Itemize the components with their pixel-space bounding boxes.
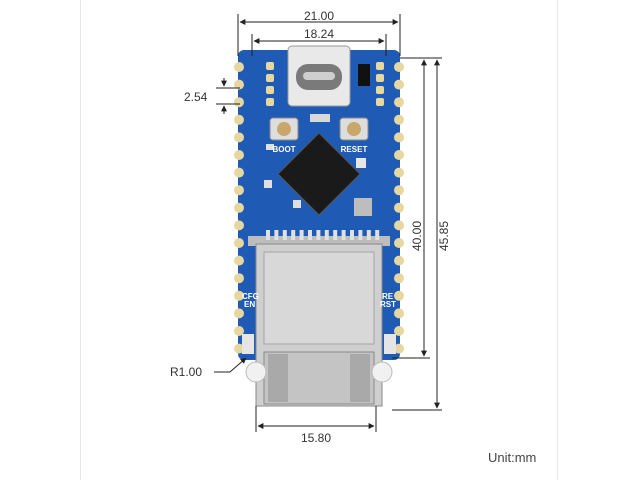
castellated-pad <box>234 202 244 213</box>
rj45-pin <box>333 230 338 240</box>
castellated-pad <box>234 273 244 284</box>
corner-radius-value: R1.00 <box>170 365 202 379</box>
usb-c-connector <box>287 45 351 107</box>
smd-components <box>264 114 372 216</box>
castellated-pad <box>234 114 244 125</box>
inner-pad <box>266 74 274 82</box>
dimension-lines <box>214 14 442 432</box>
rj45-pin <box>375 230 380 240</box>
castellated-pad <box>394 150 404 160</box>
right-frame-line <box>557 0 558 480</box>
castellated-pad <box>234 343 244 354</box>
castellation-length-value: 40.00 <box>410 221 424 251</box>
left-frame-line <box>80 0 81 480</box>
castellated-pad <box>394 185 404 196</box>
cfg-label: CFG <box>242 292 259 301</box>
castellated-pad <box>234 150 244 160</box>
castellated-pad <box>234 238 244 248</box>
castellated-pad <box>394 343 404 354</box>
left-led <box>242 334 254 354</box>
castellated-pad <box>394 202 404 213</box>
castellated-pad <box>234 308 244 319</box>
castellated-pad <box>394 62 404 72</box>
castellated-pad <box>234 255 244 266</box>
castellated-pad <box>394 132 404 143</box>
rj45-pin <box>358 230 363 240</box>
right-led <box>384 334 396 354</box>
rst-label: RST <box>380 300 396 309</box>
castellated-pad <box>394 273 404 284</box>
castellated-pad <box>394 326 404 336</box>
castellated-pad <box>234 167 244 178</box>
unit-label: Unit:mm <box>488 450 537 465</box>
rj45-pin <box>291 230 296 240</box>
rj45-jack <box>245 230 393 407</box>
rj45-pins <box>266 230 380 240</box>
boot-button[interactable] <box>269 117 299 141</box>
rj45-pin <box>282 230 287 240</box>
reset-label: RESET <box>341 145 368 154</box>
castellated-pad <box>394 308 404 319</box>
reset-button[interactable] <box>339 117 369 141</box>
rj45-pin <box>350 230 354 240</box>
rj45-pin <box>341 230 346 240</box>
left-inner-pads <box>266 62 274 106</box>
right-castellated-pads <box>394 62 404 354</box>
castellated-pad <box>234 326 244 336</box>
inner-pad <box>376 86 384 94</box>
re-label: RE <box>382 292 394 301</box>
usb-side-chip <box>358 64 370 86</box>
castellated-pad <box>234 290 244 301</box>
rj45-pin <box>316 230 321 240</box>
castellated-pad <box>394 97 404 108</box>
inner-pad <box>376 62 384 70</box>
castellated-pad <box>234 220 244 231</box>
en-label: EN <box>244 300 255 309</box>
castellated-pad <box>394 167 404 178</box>
rj45-width-value: 15.80 <box>301 431 331 445</box>
board-length-value: 45.85 <box>437 221 451 251</box>
castellated-pad <box>394 290 404 301</box>
boot-label: BOOT <box>272 145 295 154</box>
castellated-pad <box>394 220 404 231</box>
castellated-pad <box>394 238 404 248</box>
rj45-pin <box>274 230 279 240</box>
rj45-pin <box>299 230 304 240</box>
castellated-pad <box>234 185 244 196</box>
right-inner-pads <box>376 62 384 106</box>
castellated-pad <box>234 132 244 143</box>
left-castellated-pads <box>234 62 244 354</box>
castellated-pad <box>234 62 244 72</box>
main-chip <box>277 132 361 216</box>
castellated-pad <box>394 114 404 125</box>
castellated-pad <box>394 79 404 90</box>
inner-pad <box>266 86 274 94</box>
board-width-value: 21.00 <box>304 9 334 23</box>
pin-pitch-value: 2.54 <box>184 90 208 104</box>
rj45-pin <box>366 230 371 240</box>
rj45-pin <box>266 230 270 240</box>
castellated-pad <box>234 79 244 90</box>
rj45-pin <box>324 230 329 240</box>
inner-pad <box>376 74 384 82</box>
rj45-pin <box>308 230 312 240</box>
usb-width-value: 18.24 <box>304 27 334 41</box>
castellated-pad <box>394 255 404 266</box>
inner-pad <box>266 62 274 70</box>
inner-pad <box>266 98 274 106</box>
castellated-pad <box>234 97 244 108</box>
inner-pad <box>376 98 384 106</box>
